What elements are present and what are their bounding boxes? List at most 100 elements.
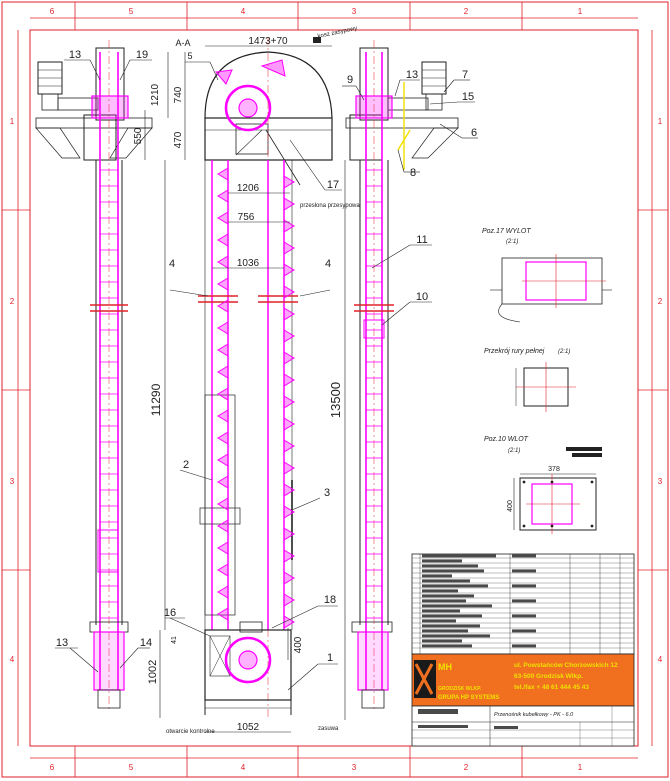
pos-13-right: 13 bbox=[406, 69, 418, 81]
bucket bbox=[217, 541, 229, 555]
bucket bbox=[283, 329, 295, 343]
company-address-line-3: tel./fax + 48 61 444 45 43 bbox=[514, 684, 589, 691]
table-cell bbox=[422, 559, 462, 563]
col-label-top: 6 bbox=[50, 7, 55, 16]
bucket bbox=[217, 607, 229, 621]
col-label-top: 4 bbox=[241, 7, 246, 16]
bucket bbox=[217, 321, 229, 335]
table-cell bbox=[422, 584, 488, 588]
detail-pipe-title: Przekrój rury pełnej bbox=[484, 348, 545, 355]
left-elevator-view bbox=[35, 40, 153, 712]
dim-11290: 11290 bbox=[149, 383, 163, 416]
bucket bbox=[283, 439, 295, 453]
pos-1: 1 bbox=[327, 652, 333, 664]
detail-pipe-scale: (2:1) bbox=[558, 349, 570, 355]
col-label-top: 2 bbox=[464, 7, 469, 16]
bucket bbox=[217, 453, 229, 467]
bucket bbox=[283, 197, 295, 211]
dim-1036: 1036 bbox=[237, 258, 260, 269]
table-cell bbox=[422, 639, 462, 643]
table-cell bbox=[512, 644, 536, 648]
row-label-left: 1 bbox=[10, 117, 15, 126]
detail10-title: Poz.10 WLOT bbox=[484, 436, 529, 443]
dim-1206: 1206 bbox=[237, 183, 260, 194]
table-cell bbox=[422, 564, 478, 568]
table-cell bbox=[422, 604, 492, 608]
row-label-left: 3 bbox=[10, 477, 15, 486]
pos-13-top-left: 13 bbox=[69, 49, 81, 61]
table-cell bbox=[422, 629, 468, 633]
table-cell bbox=[512, 629, 536, 633]
bucket bbox=[217, 343, 229, 357]
pos-5: 5 bbox=[187, 51, 192, 61]
bucket bbox=[217, 167, 229, 181]
pos-4-right: 4 bbox=[325, 258, 331, 270]
bucket bbox=[283, 417, 295, 431]
table-cell bbox=[512, 554, 536, 558]
parts-list-table bbox=[411, 553, 635, 655]
pos-17: 17 bbox=[327, 179, 339, 191]
col-label-top: 3 bbox=[352, 7, 357, 16]
left-shaft bbox=[57, 97, 99, 111]
dim-1052: 1052 bbox=[237, 722, 260, 733]
left-boot bbox=[93, 631, 125, 691]
bucket bbox=[283, 505, 295, 519]
right-elevator-view bbox=[345, 40, 459, 712]
center-buckets bbox=[217, 167, 295, 629]
bucket bbox=[217, 563, 229, 577]
bucket bbox=[283, 571, 295, 585]
table-cell bbox=[422, 624, 480, 628]
bucket bbox=[283, 483, 295, 497]
bucket bbox=[217, 431, 229, 445]
bucket bbox=[283, 307, 295, 321]
col-label-bottom: 3 bbox=[352, 763, 357, 772]
table-cell bbox=[512, 584, 536, 588]
bucket bbox=[283, 219, 295, 233]
dim-550: 550 bbox=[133, 127, 144, 144]
table-cell bbox=[422, 579, 470, 583]
bucket bbox=[283, 461, 295, 475]
bucket bbox=[283, 351, 295, 365]
detail-poz17: Poz.17 WYLOT (2:1) bbox=[482, 228, 612, 323]
left-head-drum bbox=[91, 95, 129, 119]
bucket bbox=[283, 549, 295, 563]
col-label-bottom: 6 bbox=[50, 763, 55, 772]
pos-4-left: 4 bbox=[169, 258, 175, 270]
boot-housing bbox=[204, 629, 292, 701]
pos-15: 15 bbox=[462, 91, 474, 103]
pos-14: 14 bbox=[140, 637, 152, 649]
bucket bbox=[217, 519, 229, 533]
table-cell bbox=[422, 634, 490, 638]
bucket bbox=[217, 497, 229, 511]
col-label-bottom: 4 bbox=[241, 763, 246, 772]
note-otwarcie: otwarcie kontrolne bbox=[166, 729, 215, 735]
title-block: Przenośnik kubełkowy - PK - 6.0 bbox=[411, 705, 635, 747]
table-cell bbox=[422, 574, 452, 578]
row-label-right: 1 bbox=[658, 117, 663, 126]
col-label-bottom: 5 bbox=[129, 763, 134, 772]
bucket bbox=[217, 255, 229, 269]
pos-6: 6 bbox=[471, 127, 477, 139]
logo-abbrev: MH bbox=[438, 662, 452, 672]
table-cell bbox=[422, 609, 460, 613]
pos-3: 3 bbox=[324, 487, 330, 499]
table-cell bbox=[422, 619, 456, 623]
dim-378: 378 bbox=[548, 466, 560, 473]
note-przesypowa: przesłona przesypowa bbox=[300, 203, 360, 209]
bucket bbox=[217, 211, 229, 225]
row-label-right: 3 bbox=[658, 477, 663, 486]
dim-41: 41 bbox=[171, 636, 178, 644]
bucket bbox=[283, 395, 295, 409]
dim-400-detail: 400 bbox=[507, 500, 514, 512]
note-zasuwa: zasuwa bbox=[318, 726, 339, 732]
pos-18: 18 bbox=[324, 594, 336, 606]
logo-name-2: GRUPA HP SYSTEMS bbox=[438, 695, 499, 701]
dim-470: 470 bbox=[173, 131, 184, 148]
detail-poz10: Poz.10 WLOT (2:1) 378 400 bbox=[484, 436, 602, 534]
pos-9: 9 bbox=[347, 74, 353, 86]
bucket bbox=[217, 387, 229, 401]
row-label-left: 4 bbox=[10, 655, 15, 664]
left-buckets bbox=[100, 169, 118, 619]
